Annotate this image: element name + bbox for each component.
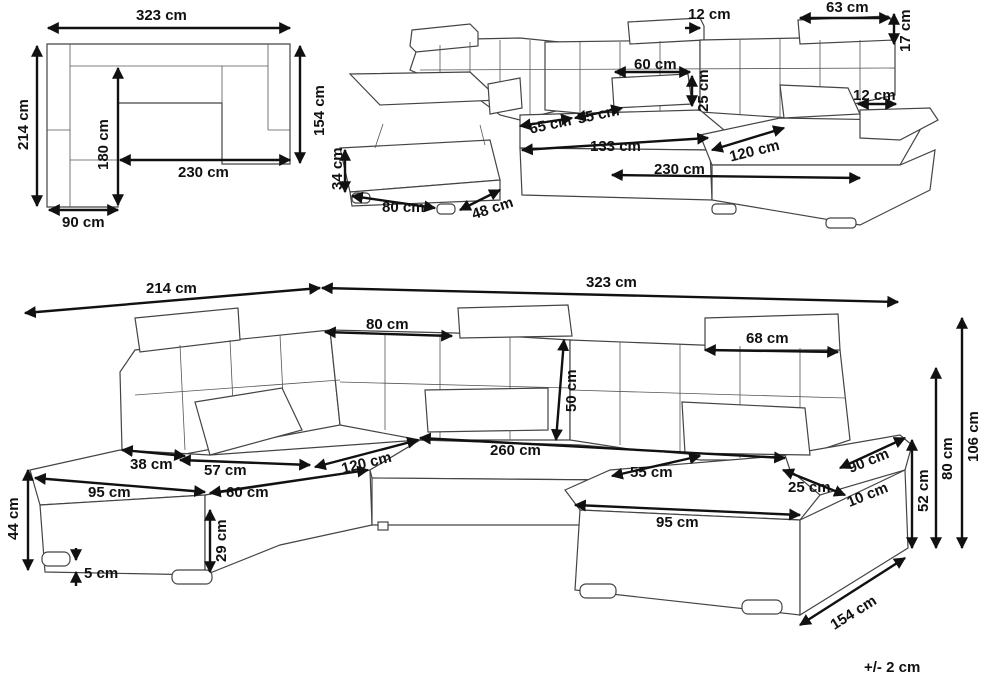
label-main-38: 38 cm <box>130 456 173 473</box>
label-headrest-top: 63 cm <box>826 0 869 16</box>
label-main-5: 5 cm <box>84 565 119 582</box>
label-headrest-h: 17 cm <box>897 9 914 52</box>
label-box-h: 25 cm <box>695 69 712 112</box>
small-perspective-sofa <box>339 15 939 229</box>
label-main-80v: 80 cm <box>939 437 956 480</box>
label-store-h: 34 cm <box>329 147 346 190</box>
label-seat-230: 230 cm <box>654 161 705 178</box>
label-main-50: 50 cm <box>563 369 580 412</box>
label-right-depth: 154 cm <box>311 85 328 136</box>
label-main-60: 60 cm <box>226 484 269 501</box>
label-main-323: 323 cm <box>586 274 637 291</box>
label-headrest-w: 12 cm <box>688 6 731 23</box>
label-main-25: 25 cm <box>788 479 831 496</box>
label-main-52: 52 cm <box>915 469 932 512</box>
label-left-depth: 214 cm <box>15 99 32 150</box>
label-main-95b: 95 cm <box>656 514 699 531</box>
label-box-w: 60 cm <box>634 56 677 73</box>
label-tolerance: +/- 2 cm <box>864 659 921 676</box>
label-main-106: 106 cm <box>965 411 982 462</box>
label-box-side: 12 cm <box>853 87 896 104</box>
small-perspective-dims <box>339 12 900 213</box>
label-inner-depth: 180 cm <box>95 119 112 170</box>
top-view-plan <box>46 43 291 208</box>
label-top-width: 323 cm <box>136 7 187 24</box>
label-main-260: 260 cm <box>490 442 541 459</box>
label-main-80: 80 cm <box>366 316 409 333</box>
label-main-55: 55 cm <box>630 464 673 481</box>
label-main-29: 29 cm <box>213 519 230 562</box>
label-arm-width: 90 cm <box>62 214 105 231</box>
label-main-95a: 95 cm <box>88 484 131 501</box>
large-perspective-dims <box>22 282 968 627</box>
label-inner-width: 230 cm <box>178 164 229 181</box>
label-main-68: 68 cm <box>746 330 789 347</box>
label-seat-133: 133 cm <box>590 138 641 155</box>
label-store-w: 80 cm <box>382 199 425 216</box>
label-main-214: 214 cm <box>146 280 197 297</box>
label-main-57: 57 cm <box>204 462 247 479</box>
label-main-44: 44 cm <box>5 497 22 540</box>
